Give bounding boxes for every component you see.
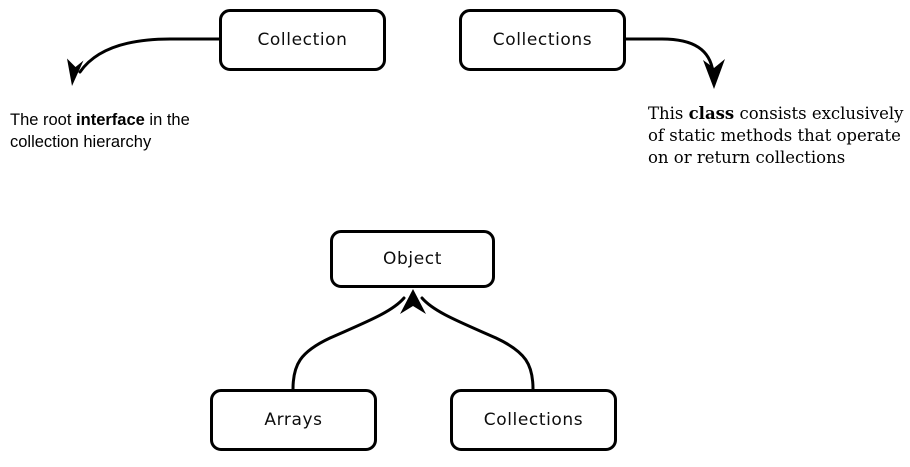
arrowhead-icon xyxy=(703,59,725,89)
annotation-left-text-before: The root xyxy=(10,111,77,129)
annotation-right-emphasis: class xyxy=(688,104,735,123)
annotation-collections-note: This class consists exclusively of stati… xyxy=(648,103,910,169)
node-collection-label: Collection xyxy=(257,30,348,50)
connector-collections-to-note xyxy=(624,37,725,89)
annotation-left-emphasis: interface xyxy=(76,111,145,129)
annotation-collection-note: The root interface in the collection hie… xyxy=(10,109,250,153)
connector-line xyxy=(78,37,221,74)
annotation-left-text-after: in the collection hierarchy xyxy=(10,111,190,151)
node-object-label: Object xyxy=(383,249,442,269)
node-collections-top-label: Collections xyxy=(492,30,593,50)
node-collections-bottom[interactable]: Collections xyxy=(450,389,617,451)
arrowhead-icon xyxy=(67,58,84,86)
annotation-right-text-before: This xyxy=(648,104,689,123)
node-collections-top[interactable]: Collections xyxy=(459,9,626,71)
connector-line xyxy=(624,37,715,74)
node-arrays-label: Arrays xyxy=(264,410,323,430)
connector-collections-to-object xyxy=(420,296,535,391)
annotation-right-text-after: consists exclusively of static methods t… xyxy=(648,104,904,167)
connector-arrays-to-object xyxy=(291,296,406,391)
node-collections-bottom-label: Collections xyxy=(483,410,584,430)
node-object[interactable]: Object xyxy=(330,230,495,288)
connector-line xyxy=(420,296,535,391)
connector-collection-to-note xyxy=(67,37,221,86)
connector-line xyxy=(291,296,406,391)
node-arrays[interactable]: Arrays xyxy=(210,389,377,451)
inheritance-arrowhead-icon xyxy=(400,289,426,314)
node-collection[interactable]: Collection xyxy=(219,9,386,71)
